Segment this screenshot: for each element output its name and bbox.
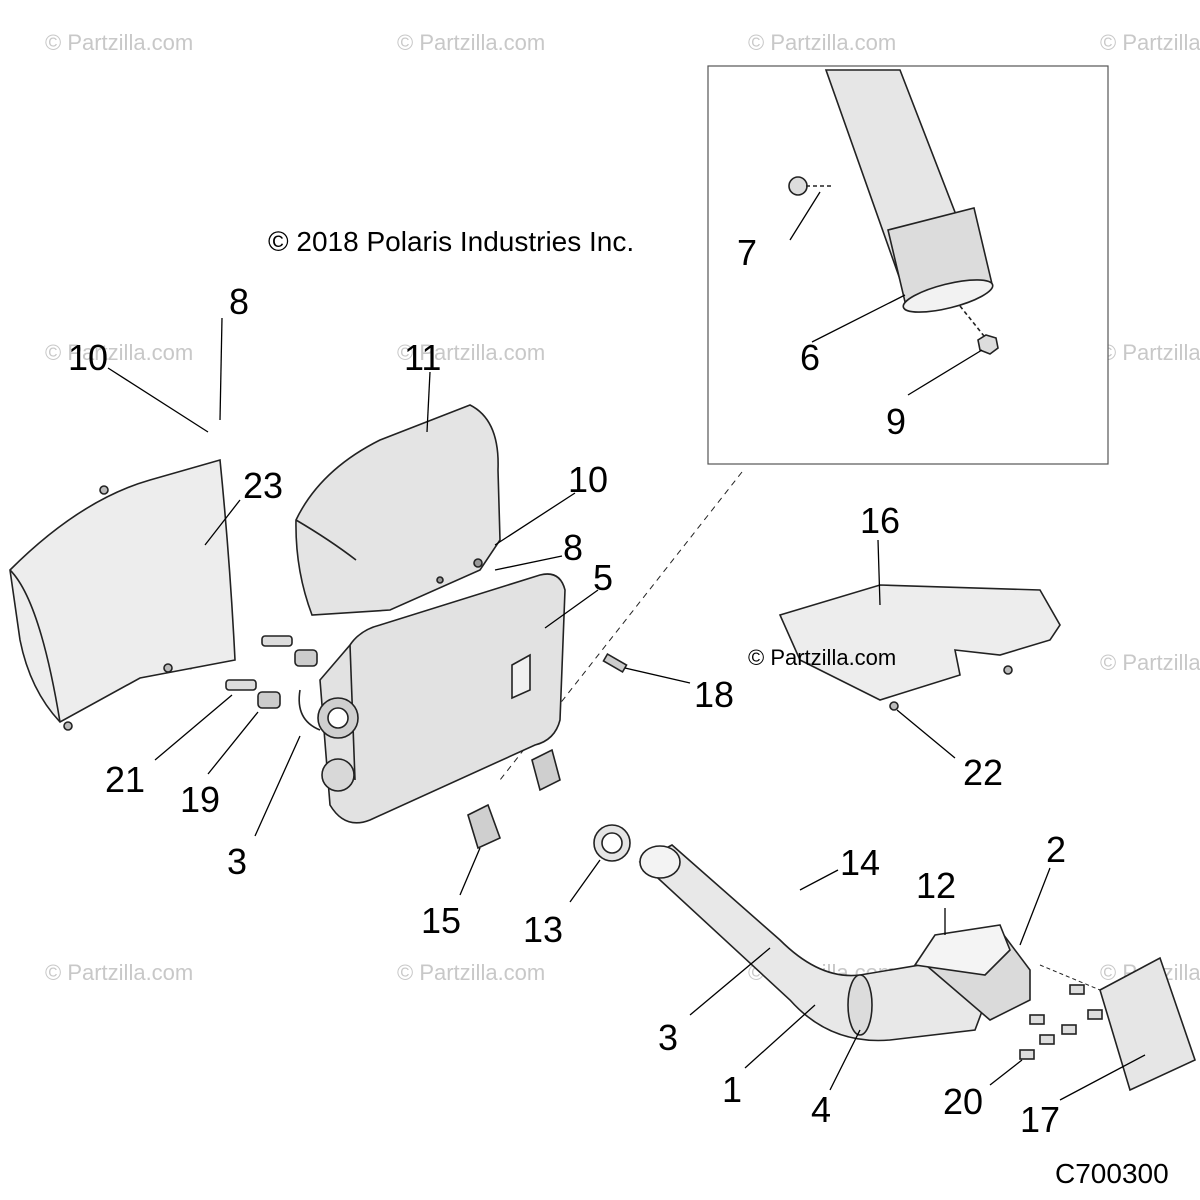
callout-number: 3 [658, 1017, 679, 1058]
callout-number: 20 [943, 1081, 984, 1122]
callout-number: 21 [105, 759, 146, 800]
callout-number: 8 [563, 527, 584, 568]
watermark: © Partzilla.com [45, 340, 194, 365]
watermark: © Partzilla.com [1100, 650, 1200, 675]
rubber-mount-part [467, 748, 561, 850]
watermark: © Partzilla.com [397, 960, 546, 985]
heat-shield-part [1099, 956, 1196, 1092]
sensor-part [602, 652, 628, 674]
watermark: © Partzilla.com [1100, 340, 1200, 365]
tailpipe-part [824, 69, 994, 313]
callout-number: 18 [694, 674, 735, 715]
leader-lines [107, 191, 1146, 1101]
callout-number: 9 [886, 401, 907, 442]
callout-number: 17 [1020, 1099, 1061, 1140]
watermark: © Partzilla.com [1100, 30, 1200, 55]
diagram-code: C700300 [1055, 1158, 1169, 1189]
callout-number: 15 [421, 900, 462, 941]
callout-number: 11 [404, 337, 442, 378]
callout-number: 6 [800, 337, 821, 378]
callout-number: 5 [593, 557, 614, 598]
mount-plate-part [778, 584, 1061, 711]
inline-watermark: © Partzilla.com [748, 645, 897, 670]
watermark: © Partzilla.com [45, 960, 194, 985]
callout-number: 7 [737, 232, 758, 273]
watermark: © Partzilla.com [748, 30, 897, 55]
manifold-gasket-part [913, 924, 1011, 976]
muffler-part [298, 573, 566, 824]
inset-fasteners [788, 176, 999, 355]
callout-number: 14 [840, 842, 881, 883]
callout-number: 13 [523, 909, 564, 950]
heat-shield-part [295, 404, 501, 616]
callout-number: 1 [722, 1069, 743, 1110]
watermark: © Partzilla.com [397, 340, 546, 365]
callout-number: 3 [227, 841, 248, 882]
callout-number: 23 [243, 465, 284, 506]
watermark: © Partzilla.com [45, 30, 194, 55]
callout-number: 12 [916, 865, 957, 906]
callout-number: 22 [963, 752, 1004, 793]
callout-number: 19 [180, 779, 221, 820]
callout-number: 10 [568, 459, 609, 500]
callout-number: 2 [1046, 829, 1067, 870]
watermark: © Partzilla.com [397, 30, 546, 55]
callout-number: 4 [811, 1089, 832, 1130]
bolt-spring-part [225, 635, 318, 709]
manifold-bolts-part [1019, 964, 1103, 1060]
callout-number: 16 [860, 500, 901, 541]
copyright-text: © 2018 Polaris Industries Inc. [268, 226, 635, 257]
callout-number: 10 [68, 337, 109, 378]
callout-number: 8 [229, 281, 250, 322]
heat-shield-part [9, 458, 236, 731]
gasket-part [593, 824, 631, 862]
